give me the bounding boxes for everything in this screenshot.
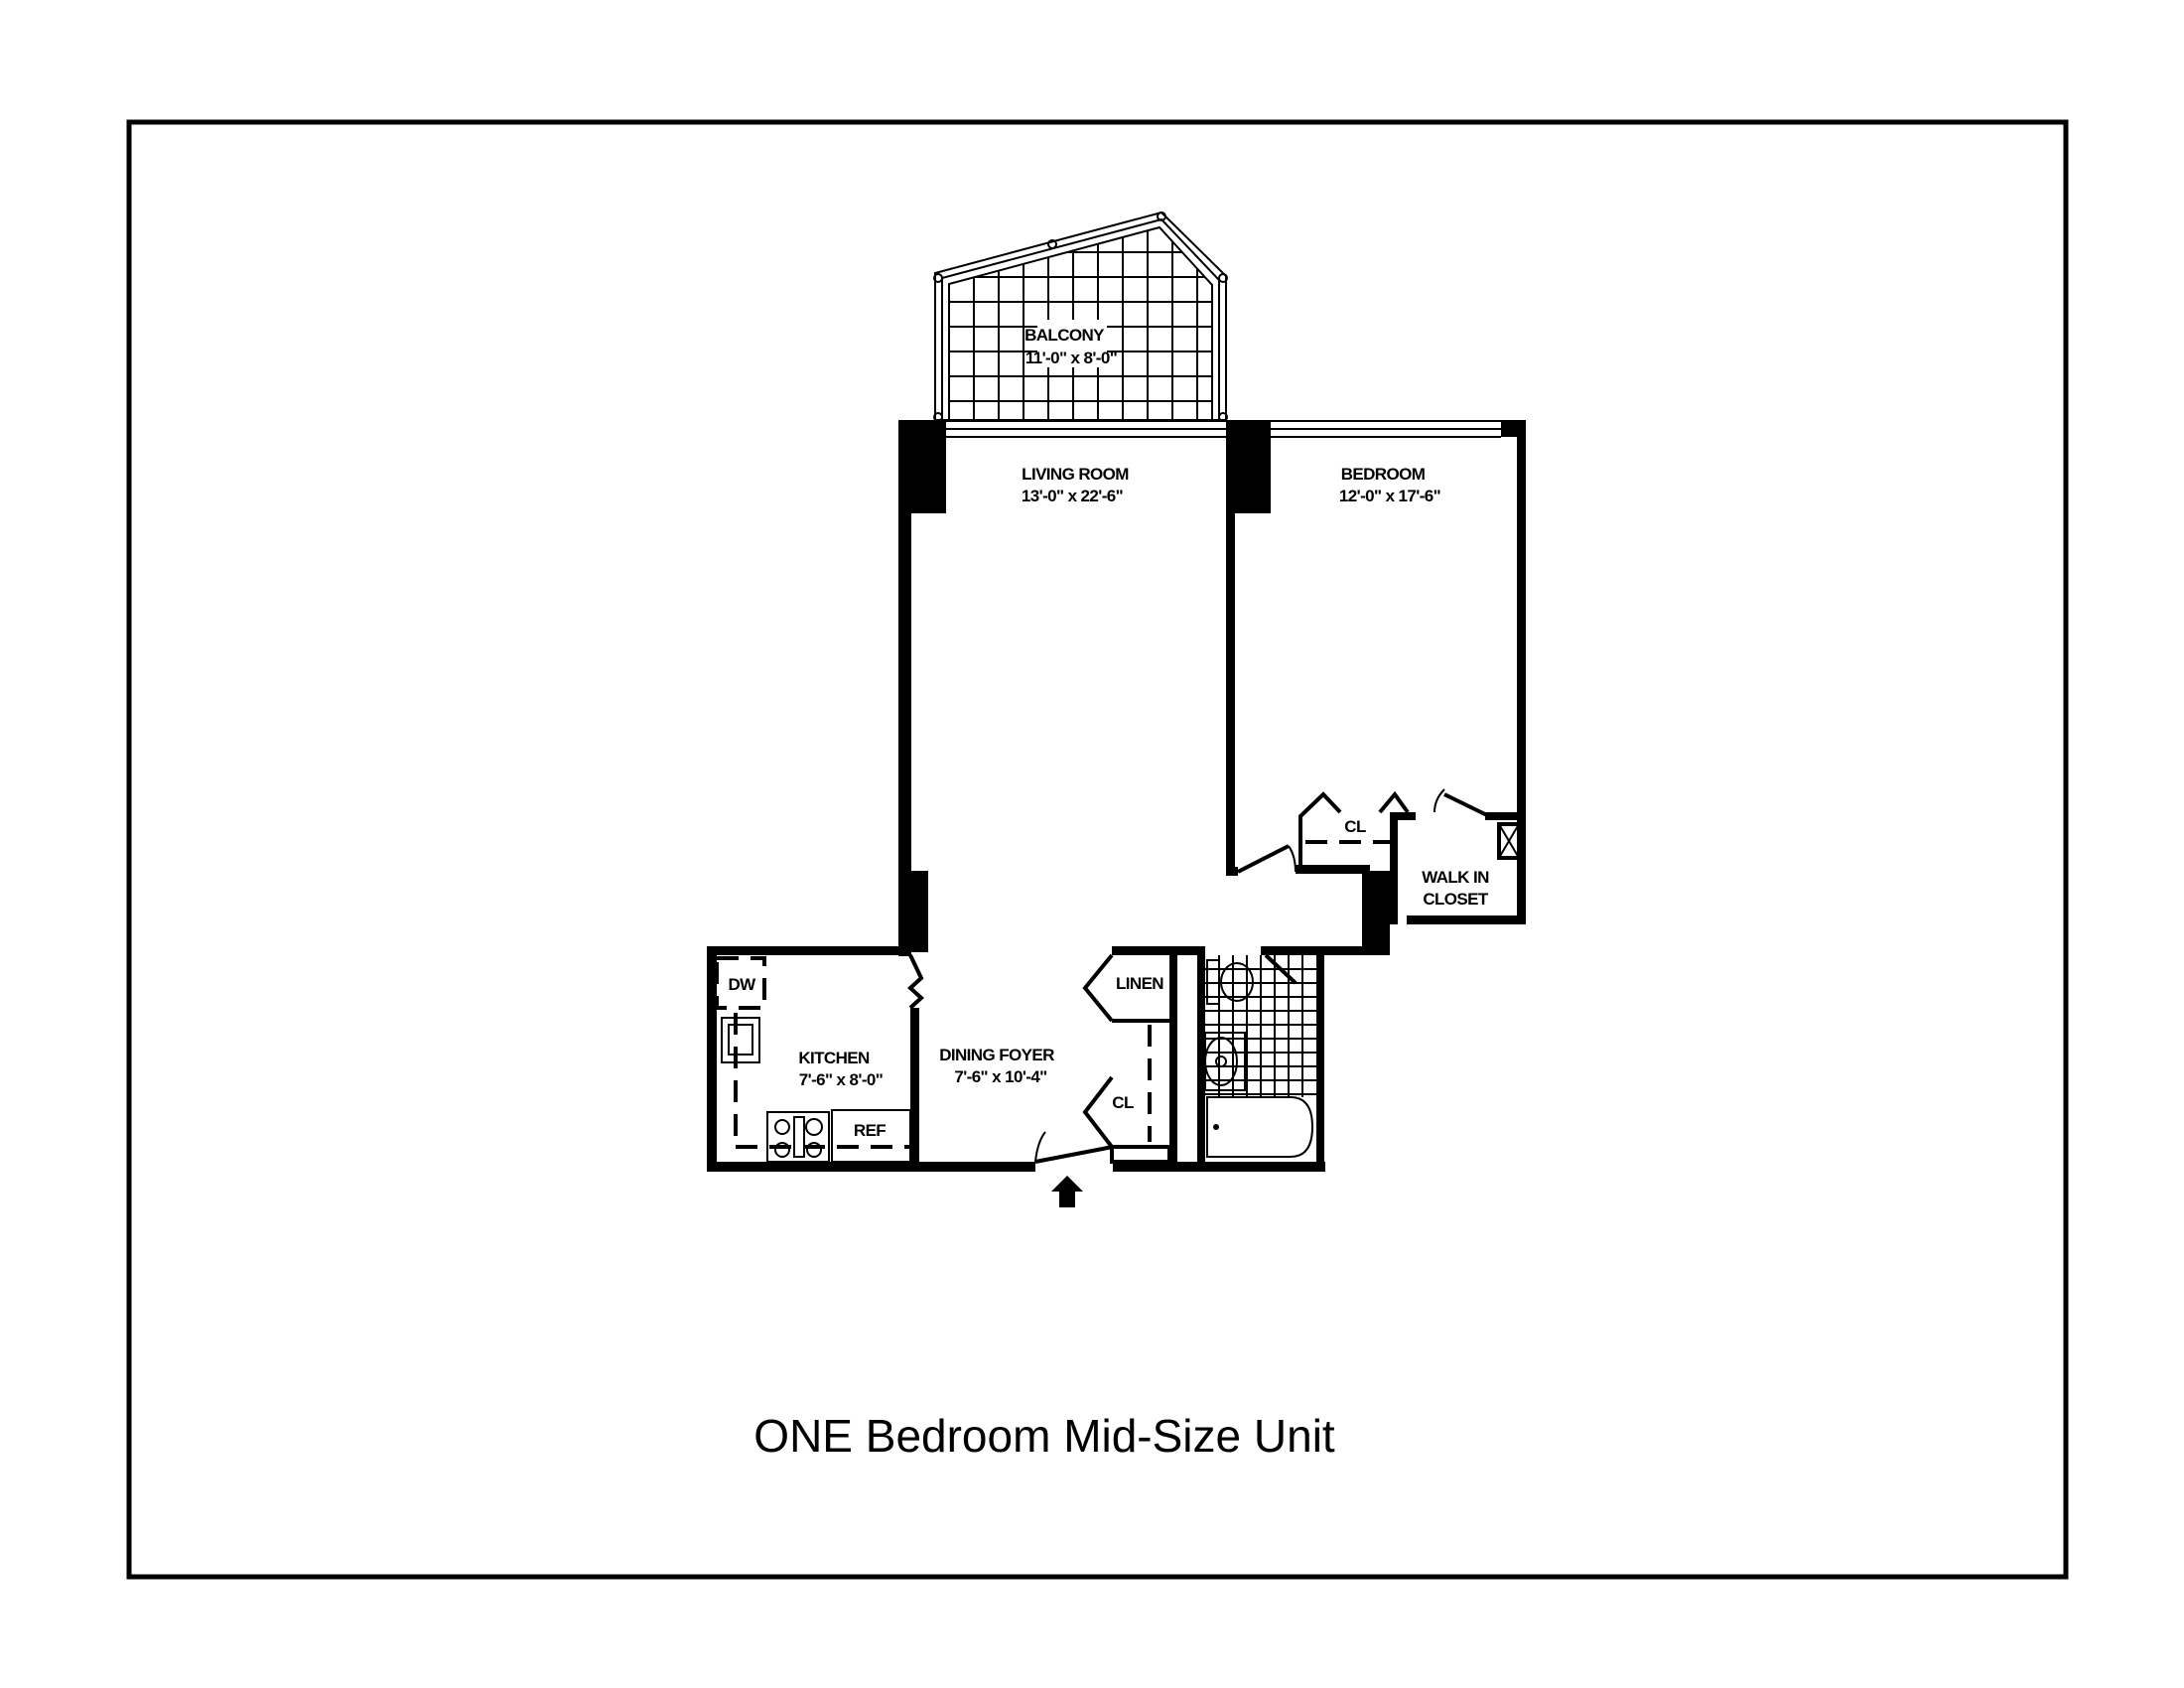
dining-foyer-size: 7'-6" x 10'-4" — [954, 1067, 1046, 1086]
balcony-label: BALCONY — [1024, 326, 1105, 345]
kitchen-size: 7'-6" x 8'-0" — [799, 1070, 883, 1089]
bedroom-label: BEDROOM — [1341, 465, 1426, 484]
balcony — [933, 211, 1228, 422]
foyer-closets — [1082, 953, 1171, 1164]
foyer-closet-label: CL — [1112, 1093, 1134, 1112]
walk-in-closet-label-2: CLOSET — [1423, 890, 1489, 909]
walls — [707, 420, 1526, 1172]
linen-closet-label: LINEN — [1116, 974, 1163, 993]
windows — [946, 420, 1501, 438]
refrigerator-label: REF — [854, 1121, 886, 1140]
living-room-size: 13'-0" x 22'-6" — [1022, 487, 1123, 505]
page-frame — [126, 119, 2069, 1580]
bedroom-size: 12'-0" x 17'-6" — [1339, 487, 1440, 505]
walk-in-closet-label-1: WALK IN — [1422, 868, 1489, 887]
kitchen-fixtures — [715, 956, 911, 1163]
kitchen-label: KITCHEN — [798, 1049, 870, 1067]
dining-foyer-label: DINING FOYER — [939, 1046, 1054, 1064]
bedroom-closet — [1298, 790, 1521, 865]
entry-arrow-icon — [1051, 1176, 1083, 1207]
bedroom-closet-label: CL — [1344, 817, 1366, 836]
doors — [907, 788, 1490, 1164]
bathroom — [1204, 955, 1316, 1158]
living-room-label: LIVING ROOM — [1022, 465, 1129, 484]
plan-title: ONE Bedroom Mid-Size Unit — [753, 1410, 1335, 1462]
dishwasher-label: DW — [728, 975, 756, 994]
balcony-size: 11'-0" x 8'-0" — [1025, 349, 1117, 367]
